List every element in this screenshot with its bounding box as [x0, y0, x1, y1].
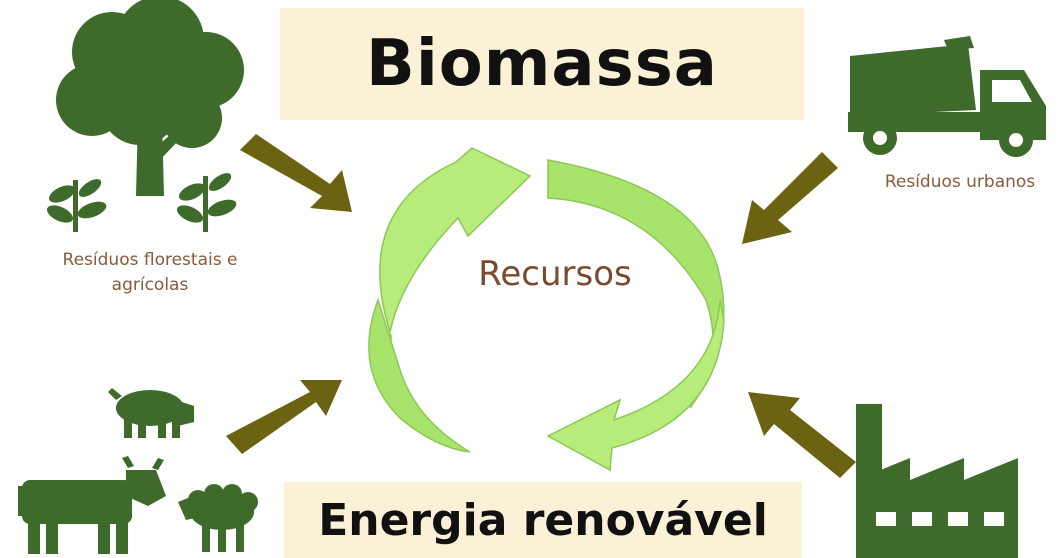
arrow-industrial-to-center — [748, 392, 856, 478]
urban-residue-label: Resíduos urbanos — [884, 172, 1036, 192]
arrow-livestock-to-center — [226, 380, 342, 454]
renewable-energy-label: Energia renovável — [318, 494, 768, 546]
pig-icon — [108, 388, 194, 438]
center-label: Recursos — [478, 254, 632, 294]
truck-icon — [848, 36, 1046, 157]
seedling-icon — [46, 179, 107, 232]
forest-residue-label: Resíduos florestais e agrícolas — [62, 250, 238, 295]
seedling-icon — [176, 173, 237, 232]
cycle-arrow-right — [546, 159, 725, 472]
cow-icon — [18, 456, 166, 554]
sheep-icon — [178, 484, 258, 552]
bottom-banner: Energia renovável — [284, 482, 802, 558]
arrow-urban-to-center — [742, 152, 838, 244]
tree-icon — [56, 0, 244, 196]
diagram-title: Biomassa — [366, 27, 718, 101]
factory-icon — [856, 404, 1018, 558]
cycle-arrow-left — [368, 147, 532, 453]
arrow-forest-to-center — [240, 134, 352, 212]
title-banner: Biomassa — [280, 8, 804, 120]
